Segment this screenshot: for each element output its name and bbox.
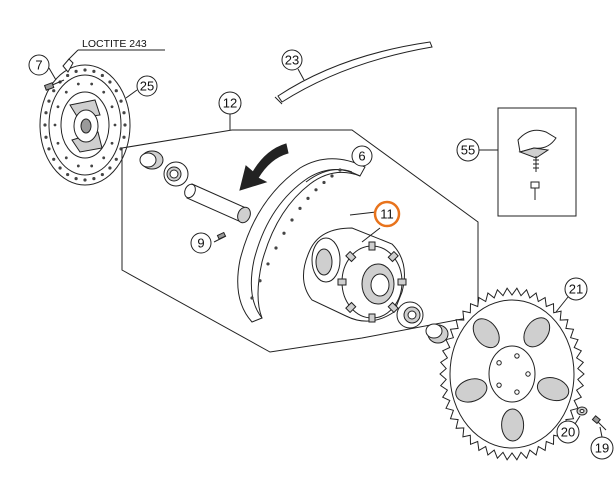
callout-circle-19 xyxy=(590,436,614,460)
hub-lugs xyxy=(337,241,407,323)
sprocket-bolt-holes xyxy=(496,353,531,395)
callout-11[interactable]: 11 xyxy=(373,200,401,228)
callout-label-12: 12 xyxy=(223,96,237,111)
callout-label-55: 55 xyxy=(461,143,475,158)
rim-lock-part xyxy=(517,129,557,200)
rear-hub xyxy=(303,227,407,323)
bearing-right xyxy=(396,301,424,329)
callout-circle-23 xyxy=(281,49,303,71)
loctite-bottle-icon xyxy=(62,49,79,73)
callout-label-25: 25 xyxy=(140,79,154,94)
brake-disc xyxy=(39,64,131,186)
callout-21[interactable]: 21 xyxy=(564,277,588,301)
callout-label-7: 7 xyxy=(35,58,42,73)
callout-7[interactable]: 7 xyxy=(28,54,50,76)
spoke xyxy=(274,41,433,105)
spacer-bushing-right xyxy=(425,323,449,344)
callout-label-11: 11 xyxy=(380,207,394,222)
callout-circle-6 xyxy=(351,145,373,167)
callout-leader-20 xyxy=(574,415,581,425)
callout-leader-23 xyxy=(297,68,305,81)
valve-detail-box xyxy=(497,107,577,217)
callout-circle-12 xyxy=(218,91,242,115)
sprocket-washer xyxy=(576,406,588,416)
callout-label-21: 21 xyxy=(569,282,583,297)
callout-12[interactable]: 12 xyxy=(218,91,242,115)
callout-circle-25 xyxy=(136,75,158,97)
sprocket-cutouts xyxy=(455,317,570,442)
callout-label-9: 9 xyxy=(197,236,204,251)
spoke-nipple xyxy=(213,231,227,243)
callout-leader-19 xyxy=(599,426,603,438)
callout-23[interactable]: 23 xyxy=(281,49,303,71)
callout-circle-7 xyxy=(28,54,50,76)
callout-label-19: 19 xyxy=(595,441,609,456)
callout-label-20: 20 xyxy=(561,425,575,440)
callout-circle-9 xyxy=(190,232,212,254)
callout-circle-55 xyxy=(456,138,480,162)
callout-leader-21 xyxy=(555,296,569,313)
axle-spacer-tube xyxy=(184,183,251,224)
callout-25[interactable]: 25 xyxy=(136,75,158,97)
callout-19[interactable]: 19 xyxy=(590,436,614,460)
loctite-note: LOCTITE 243 xyxy=(82,38,147,50)
callout-20[interactable]: 20 xyxy=(556,420,580,444)
bearing xyxy=(163,161,189,187)
callout-circle-20 xyxy=(556,420,580,444)
callout-label-6: 6 xyxy=(358,149,365,164)
callout-circle-21 xyxy=(564,277,588,301)
spacer-bushing xyxy=(139,150,164,170)
callout-6[interactable]: 6 xyxy=(351,145,373,167)
sprocket-bolt xyxy=(591,415,607,431)
callout-leader-7 xyxy=(48,67,57,81)
rear-sprocket xyxy=(439,287,585,461)
rim-spoke-holes xyxy=(250,168,342,300)
callout-leader-25 xyxy=(125,89,138,99)
wheel-rim xyxy=(237,158,366,323)
disc-bolt xyxy=(43,79,65,91)
callout-9[interactable]: 9 xyxy=(190,232,212,254)
callout-label-23: 23 xyxy=(285,53,299,68)
direction-arrow-icon xyxy=(239,143,289,191)
callout-circle-11 xyxy=(373,200,401,228)
callout-55[interactable]: 55 xyxy=(456,138,480,162)
